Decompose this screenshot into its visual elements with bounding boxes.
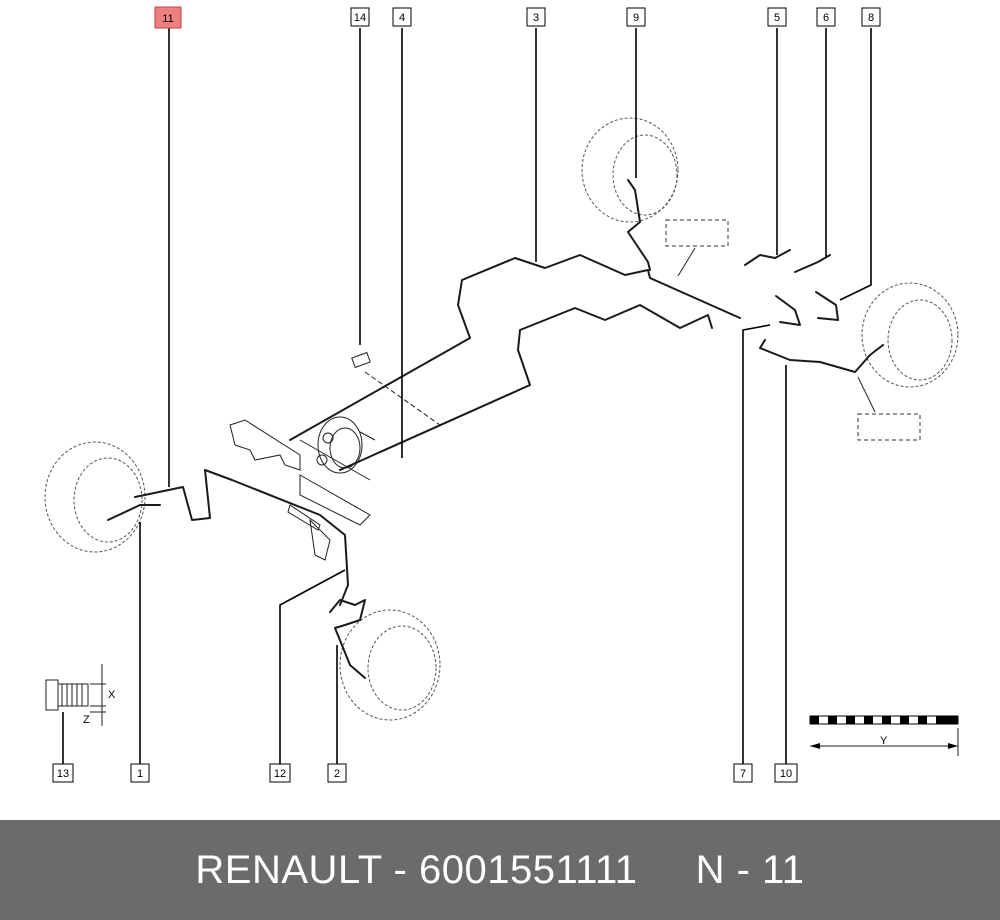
pipe-7: [775, 295, 801, 326]
wheel-rear-left: [44, 441, 146, 553]
scale-bar: Y: [809, 715, 959, 756]
callout-5: 5: [767, 7, 787, 27]
fitting-14: [351, 351, 441, 426]
svg-text:10: 10: [780, 768, 792, 780]
leader-7: [742, 324, 771, 764]
leader-8: [839, 28, 872, 301]
pipe-6: [794, 254, 831, 273]
svg-text:6: 6: [823, 12, 829, 24]
svg-text:4: 4: [399, 12, 405, 24]
svg-text:1: 1: [137, 768, 143, 780]
callout-10: 10: [774, 763, 798, 783]
callout-8: 8: [861, 7, 881, 27]
wheel-rear-right: [581, 117, 679, 223]
dimension-z: Z: [83, 714, 90, 726]
callout-11: 11: [154, 6, 182, 29]
pipe-9: [627, 179, 651, 271]
ref-arrow-top: [677, 247, 696, 277]
svg-text:9: 9: [633, 12, 639, 24]
dimension-y: Y: [880, 735, 888, 747]
fitting-detail-13: X Z: [45, 664, 116, 726]
svg-text:12: 12: [274, 768, 286, 780]
callout-2: 2: [327, 763, 347, 783]
footer-bar: RENAULT - 6001551111 N - 11: [0, 820, 1000, 920]
reference-box-right: [857, 413, 921, 441]
master-cylinder: [229, 416, 376, 561]
svg-text:14: 14: [354, 12, 366, 24]
callout-3: 3: [526, 7, 546, 27]
pipe-rear-left-flex: [107, 504, 161, 521]
callout-1: 1: [130, 763, 150, 783]
callout-12: 12: [269, 763, 291, 783]
svg-text:2: 2: [334, 768, 340, 780]
pipe-1: [134, 469, 349, 606]
wheel-front-left: [339, 609, 441, 721]
svg-text:3: 3: [533, 12, 539, 24]
callout-13: 13: [52, 763, 74, 783]
part-number-text: RENAULT - 6001551111 N - 11: [195, 847, 805, 892]
callout-6: 6: [816, 7, 836, 27]
callout-9: 9: [626, 7, 646, 27]
wheel-front-right: [861, 282, 959, 388]
brake-pipe-diagram: X Z Y 11 14 4 3 9 5: [44, 6, 959, 783]
svg-text:7: 7: [740, 768, 746, 780]
ref-arrow-right: [857, 376, 876, 413]
svg-text:8: 8: [868, 12, 874, 24]
pipe-10: [759, 339, 884, 373]
callout-7: 7: [733, 763, 753, 783]
pipe-3: [289, 254, 741, 441]
pipe-8: [815, 291, 839, 321]
dimension-x: X: [108, 689, 116, 701]
leader-12: [279, 569, 346, 764]
diagram-svg: X Z Y 11 14 4 3 9 5: [44, 6, 959, 783]
callout-14: 14: [350, 7, 370, 27]
pipe-4: [339, 304, 713, 471]
svg-text:13: 13: [57, 768, 69, 780]
svg-text:11: 11: [162, 13, 173, 25]
pipe-5: [744, 249, 791, 266]
callout-4: 4: [392, 7, 412, 27]
union-left: [287, 504, 321, 531]
svg-text:5: 5: [774, 12, 780, 24]
reference-box-top: [665, 219, 729, 247]
pipe-front-left-flex: [329, 599, 366, 679]
